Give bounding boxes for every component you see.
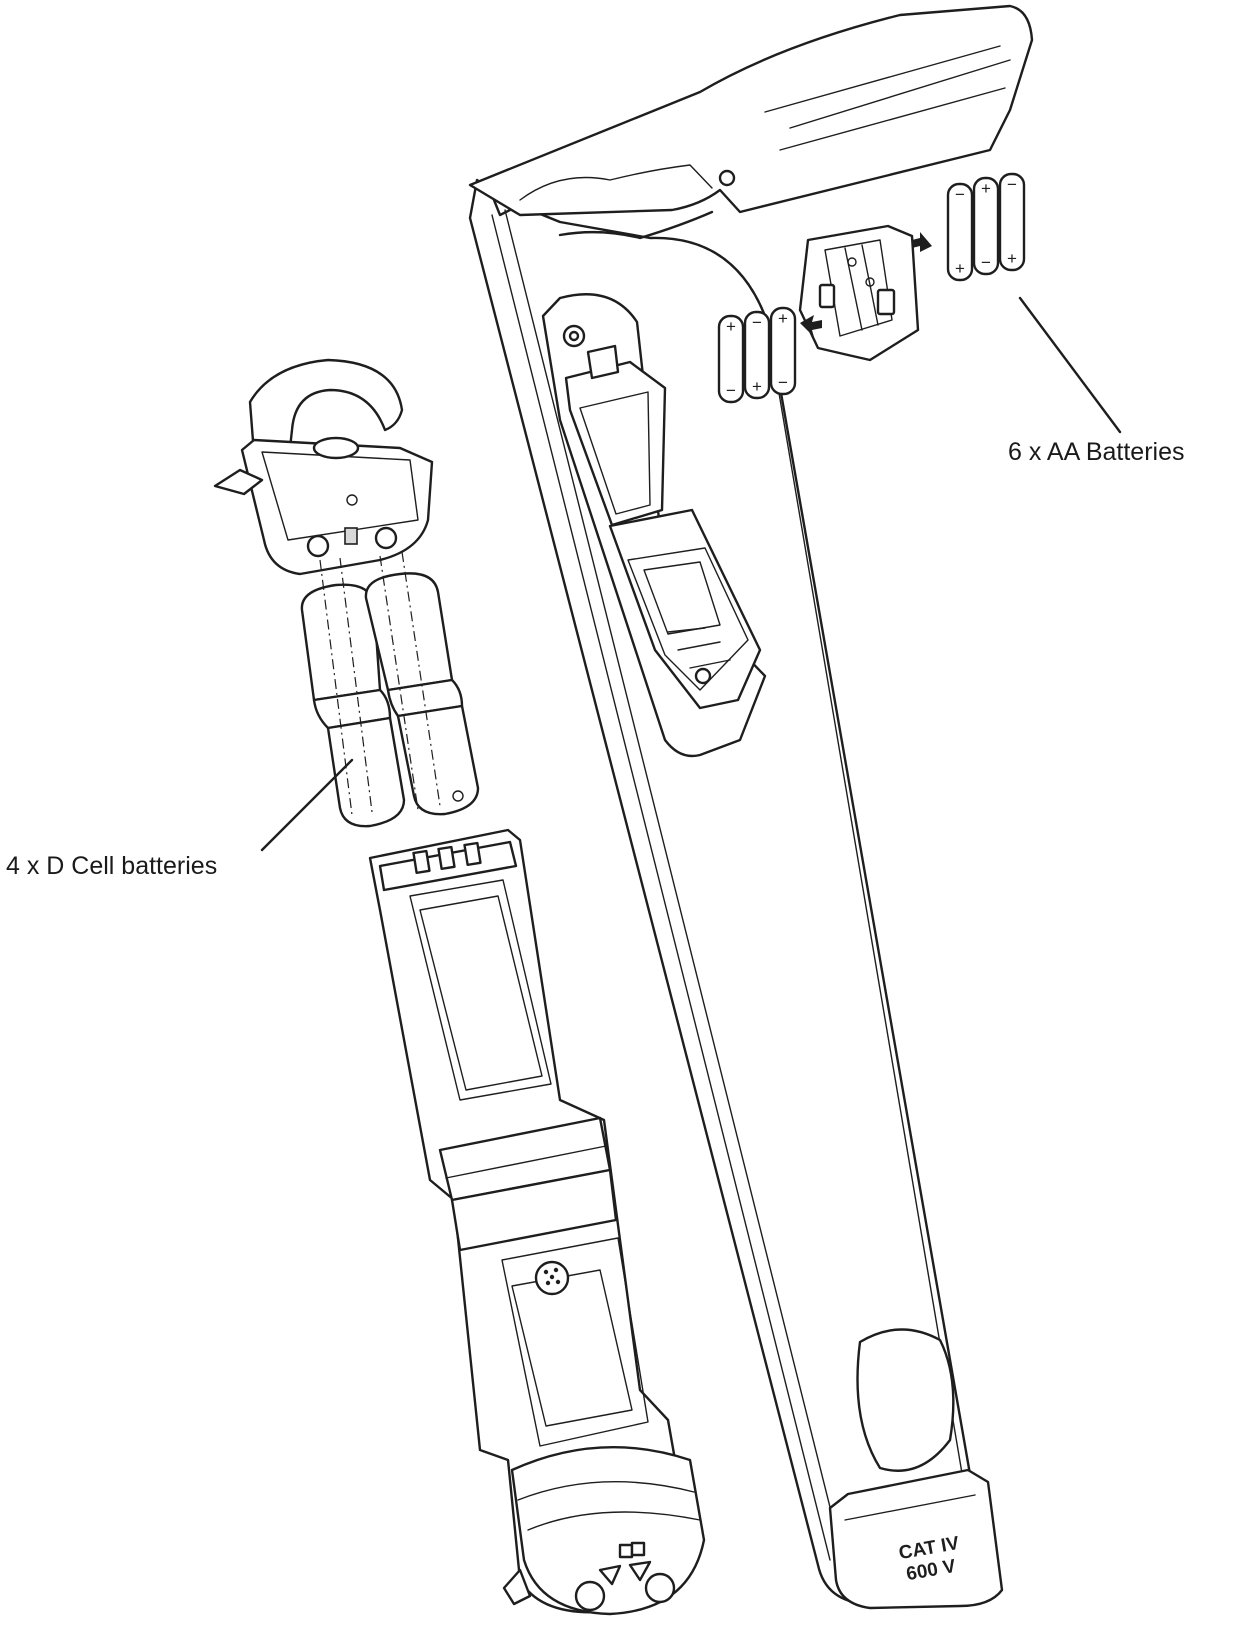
svg-text:+: + <box>981 179 991 198</box>
aa-battery-holder <box>798 224 932 362</box>
transmitter-illustration <box>213 358 706 1616</box>
svg-text:−: − <box>778 373 788 392</box>
svg-text:−: − <box>981 253 991 272</box>
d-cell-batteries <box>300 551 480 828</box>
aa-battery-compartment <box>541 293 767 758</box>
svg-text:−: − <box>752 313 762 332</box>
aa-batteries-group-b: − + − + − + <box>946 172 1026 282</box>
svg-text:+: + <box>778 309 788 328</box>
svg-text:−: − <box>726 381 736 400</box>
aa-batteries-group-a: + − + − + − <box>717 306 797 404</box>
svg-text:+: + <box>726 317 736 336</box>
svg-text:+: + <box>752 377 762 396</box>
locator-grip-pad <box>856 1328 955 1472</box>
d-cell-leader-line <box>260 758 354 852</box>
aa-leader-line <box>1018 296 1122 434</box>
transmitter-hook-cap <box>213 358 434 576</box>
aa-batteries-label: 6 x AA Batteries <box>1008 438 1185 466</box>
svg-text:−: − <box>1007 175 1017 194</box>
svg-text:+: + <box>1007 249 1017 268</box>
svg-text:−: − <box>955 185 965 204</box>
locator-illustration: + − + − + − − + − + − + CAT IV 600 V <box>468 4 1122 1610</box>
locator-handle <box>468 4 1034 217</box>
transmitter-body <box>368 828 706 1616</box>
svg-text:+: + <box>955 259 965 278</box>
locator-foot <box>828 1468 1004 1610</box>
d-cell-batteries-label: 4 x D Cell batteries <box>6 852 218 880</box>
